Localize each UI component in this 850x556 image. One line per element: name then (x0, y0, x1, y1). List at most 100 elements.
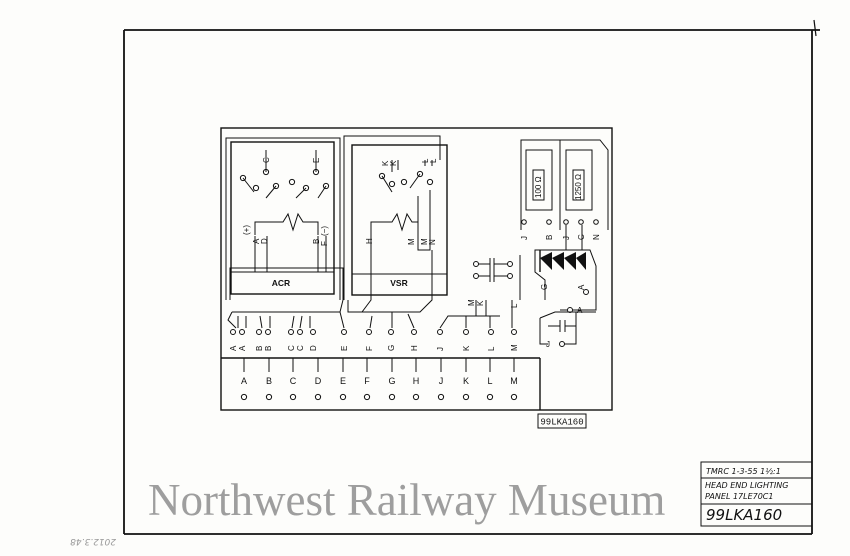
title-block: TMRC 1-3-55 1½:1 HEAD END LIGHTING PANEL… (700, 461, 813, 527)
rect-label-k: K (476, 300, 485, 306)
terminal-label: G (388, 376, 395, 386)
terminal-label: E (340, 376, 346, 386)
terminal-screw (363, 393, 371, 401)
lead-terminal (230, 329, 236, 335)
acr-polarity-pos: (+) (242, 225, 251, 235)
terminal-label: A (241, 376, 247, 386)
lead-terminal (341, 329, 347, 335)
lead-terminal (366, 329, 372, 335)
acr-coil-b: B (312, 239, 321, 244)
lead-label: A (238, 345, 247, 351)
vsr-relay: K K L L H M M N VSR (343, 135, 448, 300)
capacitor-pair (473, 258, 513, 282)
vsr-label: VSR (390, 278, 407, 288)
title-line2: HEAD END LIGHTING (705, 481, 788, 490)
terminal-label: F (364, 376, 370, 386)
terminal-screw (388, 393, 396, 401)
lead-label: G (387, 345, 396, 351)
resistor-bank: 100 Ω 1250 Ω (520, 139, 609, 230)
acr-relay: C E (+) (−) A D B F ACR (225, 137, 341, 300)
lead-terminal (288, 329, 294, 335)
rectifier-stack (519, 225, 597, 347)
resistor-terminal (521, 219, 527, 225)
lead-label: B (264, 346, 273, 351)
vsr-contact-k1: K (381, 160, 390, 166)
lead-terminal (411, 329, 417, 335)
lead-terminal (239, 329, 245, 335)
lead-terminal (463, 329, 469, 335)
acr-contacts (239, 150, 330, 199)
acr-coil-d: D (260, 238, 269, 244)
lead-terminal (437, 329, 443, 335)
rect-label-l: L (510, 303, 519, 308)
rect-label-j: J (546, 340, 550, 349)
acr-coil (254, 212, 319, 235)
lead-label: H (410, 345, 419, 351)
lead-label: D (309, 345, 318, 351)
lead-label: J (436, 347, 445, 351)
terminal-label: D (315, 376, 322, 386)
drawing-ref: 99LKA160 (540, 418, 583, 428)
acr-label: ACR (272, 278, 290, 288)
lead-terminal (511, 329, 517, 335)
terminal-label: B (266, 376, 272, 386)
terminal-screw (240, 393, 248, 401)
terminal-screw (339, 393, 347, 401)
resistor-terminal-label: N (592, 234, 601, 240)
vsr-contact-l2: L (429, 158, 438, 163)
terminal-label: M (510, 376, 518, 386)
lead-label: L (487, 346, 496, 351)
rect-label-a2: A (577, 306, 583, 315)
vsr-coil (370, 212, 418, 236)
rect-label-m: M (467, 299, 476, 306)
lead-terminal (297, 329, 303, 335)
lead-label: E (340, 346, 349, 351)
title-line1: TMRC 1-3-55 1½:1 (706, 467, 781, 476)
resistor-1250-value: 1250 Ω (574, 174, 583, 200)
resistor-100-value: 100 Ω (534, 176, 543, 198)
vsr-coil-m1: M (407, 238, 416, 245)
lead-label: C (296, 345, 305, 351)
title-number: 99LKA160 (706, 506, 782, 524)
drawing-ref-box: 99LKA160 (537, 413, 587, 429)
resistor-terminal-label: J (520, 236, 529, 240)
resistor-terminal (563, 219, 569, 225)
acr-contact-e: E (312, 158, 321, 163)
terminal-label: H (413, 376, 420, 386)
terminal-screw (510, 393, 518, 401)
terminal-screw (412, 393, 420, 401)
acr-polarity-neg: (−) (320, 226, 329, 236)
lead-label: A (229, 345, 238, 351)
lead-terminal (488, 329, 494, 335)
acr-coil-a: A (252, 238, 261, 244)
resistor-1250 (572, 169, 585, 201)
vsr-coil-h: H (365, 238, 374, 244)
lead-label: M (510, 344, 519, 351)
vsr-contacts (378, 160, 434, 251)
vsr-contact-l1: L (421, 158, 430, 163)
terminal-label: C (290, 376, 297, 386)
resistor-terminal (546, 219, 552, 225)
terminal-label: K (463, 376, 469, 386)
museum-watermark: Northwest Railway Museum (148, 475, 665, 525)
lead-terminal (256, 329, 262, 335)
vsr-coil-n: N (428, 239, 437, 245)
margin-note: 2012.3.48 (70, 536, 116, 546)
terminal-screw (314, 393, 322, 401)
lead-terminal (310, 329, 316, 335)
vsr-coil-m2: M (420, 238, 429, 245)
resistor-100 (532, 169, 545, 201)
harness-wiring (227, 236, 513, 329)
vsr-contact-k2: K (389, 160, 398, 166)
title-line3: PANEL 17LE70C1 (705, 492, 773, 501)
lead-terminal (265, 329, 271, 335)
terminal-label: L (487, 376, 492, 386)
rect-label-g: G (540, 284, 549, 290)
rect-label-a: A (577, 284, 586, 290)
lead-terminal (388, 329, 394, 335)
acr-contact-c: C (262, 157, 271, 163)
terminal-screw (437, 393, 445, 401)
lead-label: K (462, 345, 471, 351)
